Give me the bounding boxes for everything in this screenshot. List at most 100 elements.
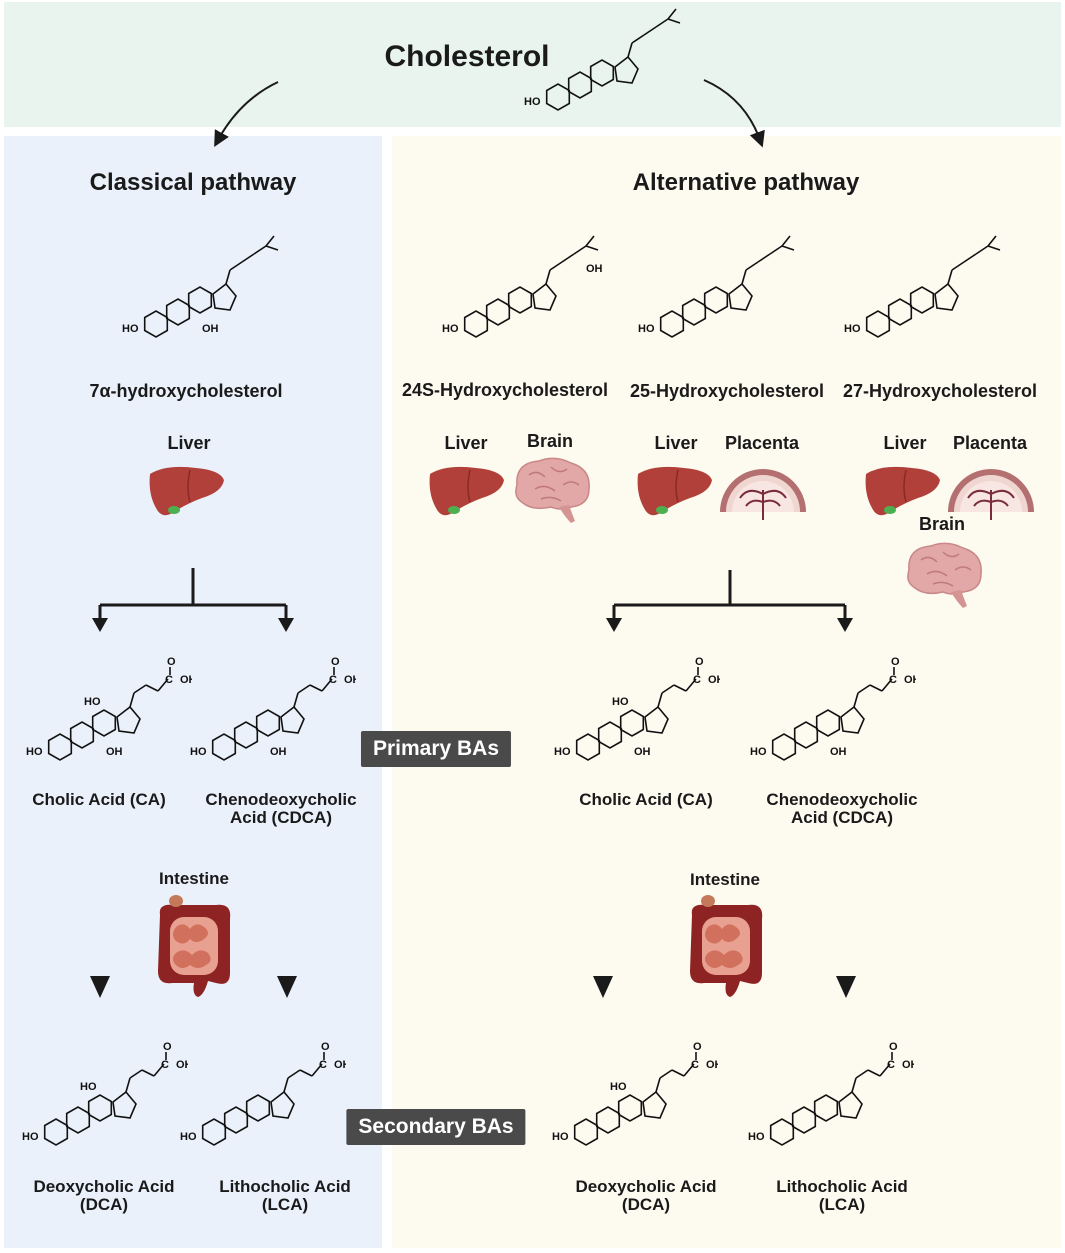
classical-split-arrow	[98, 568, 288, 620]
dca-label-line2: (DCA)	[621, 1195, 671, 1214]
atom-label: OH	[106, 746, 123, 758]
placenta-icon	[720, 469, 806, 520]
organ-label-liver: Liver	[654, 433, 698, 453]
cholic-acid-label: Cholic Acid (CA)	[32, 790, 166, 809]
atom-label: OH	[180, 674, 192, 686]
structure-cdca: CO OH HO OH	[190, 656, 356, 761]
structure-25-hydroxycholesterol: HO	[638, 235, 795, 338]
atom-label: C	[165, 674, 173, 686]
placenta-icon	[948, 469, 1034, 520]
cdca-label-line2: Acid (CDCA)	[791, 808, 893, 827]
atom-label: HO	[844, 323, 861, 335]
atom-label: O	[693, 1041, 702, 1053]
liver-icon	[429, 466, 504, 516]
atom-label: HO	[442, 323, 459, 335]
atom-label: C	[161, 1059, 169, 1071]
atom-label: O	[331, 656, 340, 668]
atom-label: OH	[830, 746, 847, 758]
organ-label-brain: Brain	[526, 431, 574, 451]
atom-label: HO	[190, 746, 207, 758]
intestine-arrows	[98, 877, 848, 980]
cdca-label-line1: Chenodeoxycholic	[766, 790, 918, 809]
lca-label-line2: (LCA)	[818, 1195, 866, 1214]
structure-cholic-acid: CO OH HO OH HO	[26, 656, 192, 761]
structure-7a-hydroxycholesterol: HO OH	[122, 235, 279, 338]
dca-label-line1: Deoxycholic Acid	[575, 1177, 717, 1196]
primary-bas-badge: Primary BAs	[360, 731, 512, 767]
secondary-bas-badge: Secondary BAs	[346, 1109, 526, 1145]
atom-label: OH	[708, 674, 720, 686]
organ-label-liver: Liver	[167, 433, 211, 453]
dca-label-line1: Deoxycholic Acid	[33, 1177, 175, 1196]
alternative-split-arrow	[612, 570, 847, 620]
atom-label: OH	[344, 674, 356, 686]
structure-24s-hydroxycholesterol: OH HO	[442, 235, 603, 338]
atom-label: OH	[634, 746, 651, 758]
atom-label: C	[319, 1059, 327, 1071]
brain-icon	[515, 457, 590, 523]
cholesterol-banner	[4, 2, 1061, 127]
atom-label: O	[891, 656, 900, 668]
intestine-icon	[690, 895, 763, 997]
atom-label: HO	[122, 323, 139, 335]
atom-label: C	[329, 674, 337, 686]
classical-pathway-header: Classical pathway	[89, 169, 297, 196]
atom-label: HO	[552, 1131, 569, 1143]
atom-label: OH	[270, 746, 287, 758]
atom-label: O	[889, 1041, 898, 1053]
lca-label-line1: Lithocholic Acid	[219, 1177, 351, 1196]
structure-cholic-acid: COOHHOOHHO	[554, 656, 720, 761]
atom-label: O	[321, 1041, 330, 1053]
atom-label: HO	[84, 696, 101, 708]
organ-label-placenta: Placenta	[952, 433, 1028, 453]
cdca-label-line1: Chenodeoxycholic	[205, 790, 357, 809]
liver-icon	[637, 466, 712, 516]
structure-dca: COOHHOHO	[22, 1041, 188, 1146]
classical-pathway-panel	[4, 136, 382, 1248]
cholesterol-title: Cholesterol	[384, 40, 550, 73]
atom-label: O	[163, 1041, 172, 1053]
arrow-to-classical	[214, 81, 279, 148]
atom-label: HO	[180, 1131, 197, 1143]
atom-label: C	[889, 674, 897, 686]
atom-label: OH	[202, 323, 219, 335]
atom-label: C	[693, 674, 701, 686]
atom-label: OH	[586, 263, 603, 275]
structure-27-hydroxycholesterol: HO	[844, 235, 1001, 338]
atom-label: HO	[26, 746, 43, 758]
precursor-25-hydroxycholesterol: 25-Hydroxycholesterol	[629, 381, 825, 401]
dca-label-line2: (DCA)	[79, 1195, 129, 1214]
alternative-pathway-header: Alternative pathway	[632, 169, 860, 196]
atom-label: HO	[554, 746, 571, 758]
atom-label: OH	[334, 1059, 346, 1071]
precursor-24s-hydroxycholesterol: 24S-Hydroxycholesterol	[401, 380, 609, 400]
organ-label-liver: Liver	[883, 433, 927, 453]
arrow-to-alternative	[703, 79, 765, 148]
atom-label: HO	[610, 1081, 627, 1093]
liver-icon	[149, 466, 224, 516]
organ-label-brain: Brain	[918, 514, 966, 534]
organ-label-intestine: Intestine	[159, 869, 229, 888]
atom-label: HO	[638, 323, 655, 335]
atom-label: HO	[748, 1131, 765, 1143]
atom-label: HO	[524, 96, 541, 108]
structure-lca: CO OH HO	[180, 1041, 346, 1146]
atom-label: HO	[80, 1081, 97, 1093]
organ-label-placenta: Placenta	[724, 433, 800, 453]
atom-label: OH	[902, 1059, 914, 1071]
structure-dca: CO OH HO HO	[552, 1041, 718, 1146]
atom-label: OH	[706, 1059, 718, 1071]
brain-icon	[907, 542, 982, 608]
structure-cdca: COOHHOOH	[750, 656, 916, 761]
lca-label-line1: Lithocholic Acid	[776, 1177, 908, 1196]
liver-icon	[865, 466, 940, 516]
precursor-27-hydroxycholesterol: 27-Hydroxycholesterol	[842, 381, 1038, 401]
atom-label: O	[167, 656, 176, 668]
structure-lca: COOHHO	[748, 1041, 914, 1146]
organ-label-liver: Liver	[444, 433, 488, 453]
atom-label: C	[691, 1059, 699, 1071]
cholic-acid-label: Cholic Acid (CA)	[579, 790, 713, 809]
precursor-7a-hydroxycholesterol: 7α-hydroxycholesterol	[89, 381, 283, 401]
atom-label: OH	[904, 674, 916, 686]
